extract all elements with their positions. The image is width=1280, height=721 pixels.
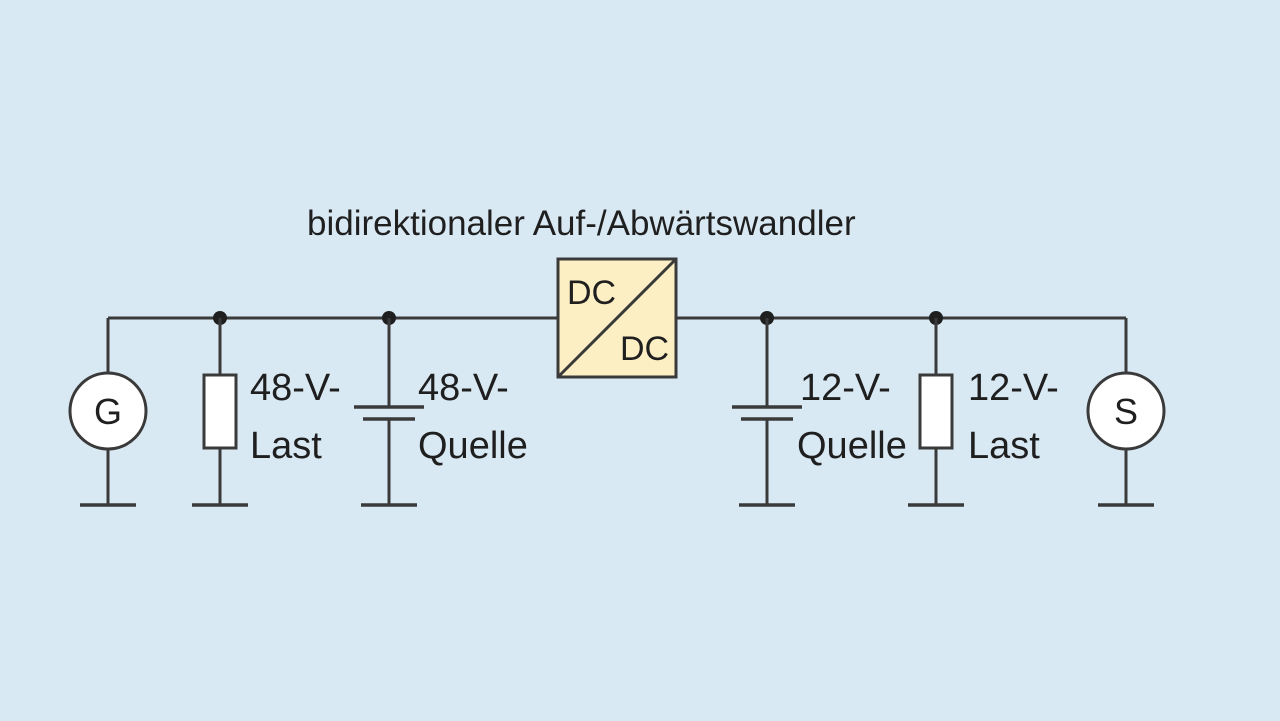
source-48v-battery [354, 318, 424, 507]
converter-label-bottom: DC [620, 330, 669, 368]
converter-label-top: DC [567, 274, 616, 312]
starter-label: S [1114, 391, 1138, 432]
source-12v-battery [732, 318, 802, 507]
generator-label: G [94, 391, 122, 432]
load-12v-label-line2: Last [968, 425, 1040, 467]
load-48v-label-line2: Last [250, 425, 322, 467]
source-12v-label-line1: 12-V- [800, 367, 891, 409]
source-48v-label-line1: 48-V- [418, 367, 509, 409]
load-12v-resistor [908, 318, 964, 507]
load-12v-label-line1: 12-V- [968, 367, 1059, 409]
resistor-12v [918, 373, 954, 450]
converter-diagonal [556, 257, 678, 379]
resistor-48v [202, 373, 238, 450]
diagram-title: bidirektionaler Auf-/Abwärtswandler [307, 204, 856, 243]
generator-symbol: G [68, 371, 148, 507]
load-48v-label-line1: 48-V- [250, 367, 341, 409]
dc-dc-converter: DC DC [556, 257, 678, 379]
load-48v-resistor [192, 318, 248, 507]
source-12v-label-line2: Quelle [797, 425, 907, 467]
source-48v-label-line2: Quelle [418, 425, 528, 467]
starter-symbol: S [1086, 371, 1166, 507]
